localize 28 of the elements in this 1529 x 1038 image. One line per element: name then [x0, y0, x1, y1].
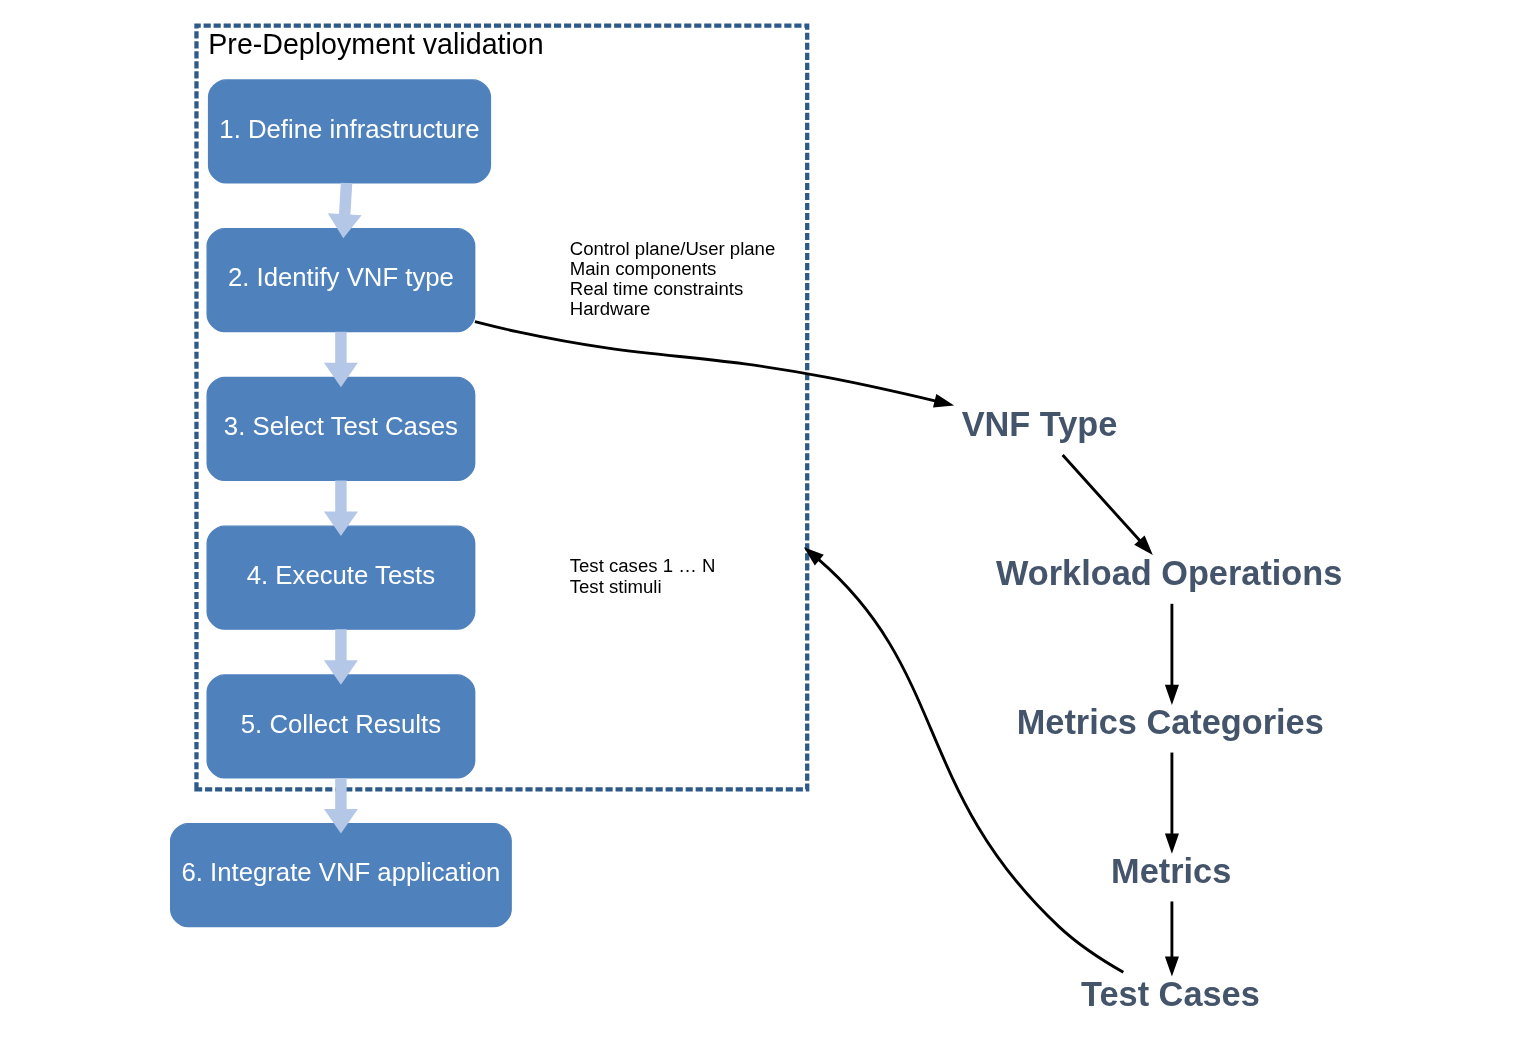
node-text: Test Cases — [1080, 974, 1260, 1013]
node-text: Workload Operations — [995, 554, 1342, 593]
node-text: Metrics — [1110, 851, 1231, 890]
arrow — [327, 182, 362, 239]
node-label: Test cases 1 … N — [569, 555, 715, 577]
node-box: 6. Integrate VNF application — [169, 822, 512, 928]
node-text: VNF Type — [961, 405, 1117, 444]
node-box: 2. Identify VNF type — [205, 227, 475, 333]
arrow — [803, 547, 1124, 974]
arrow — [323, 480, 358, 536]
arrow — [1061, 454, 1153, 556]
arrow — [1164, 901, 1179, 977]
arrow — [323, 331, 358, 388]
arrow — [323, 629, 358, 685]
arrow — [1164, 752, 1179, 854]
node-label: Real time constraints — [569, 278, 743, 300]
node-label: Main components — [569, 258, 716, 279]
node-box: 3. Select Test Cases — [205, 376, 475, 482]
arrow — [474, 320, 954, 408]
node-label: Hardware — [569, 298, 650, 320]
node-label: Test stimuli — [569, 575, 662, 597]
arrow — [1164, 603, 1179, 705]
node-box: 5. Collect Results — [205, 674, 475, 779]
node-box: 4. Execute Tests — [205, 525, 475, 630]
node-text: Metrics Categories — [1016, 702, 1324, 741]
arrow — [323, 778, 358, 834]
node-label: Control plane/User plane — [569, 237, 775, 259]
node-box: 1. Define infrastructure — [207, 79, 491, 184]
